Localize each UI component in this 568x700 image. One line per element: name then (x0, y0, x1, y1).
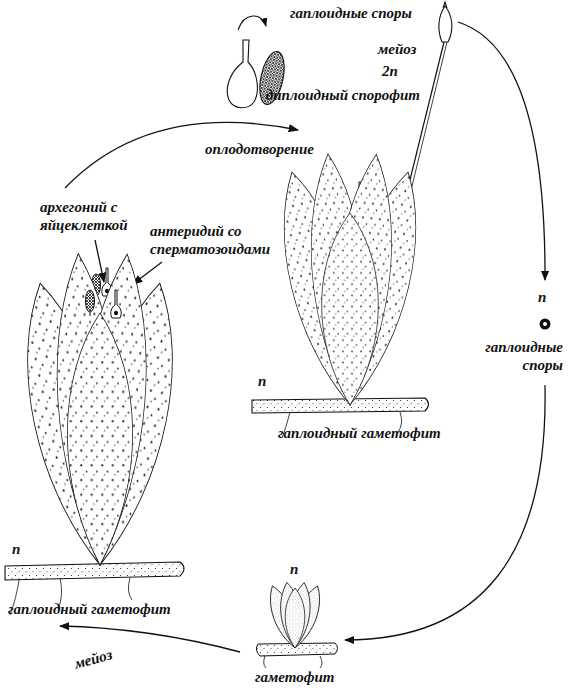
cycle-arrows (60, 22, 545, 652)
spore (540, 319, 551, 330)
gametophyte-label: гаплоидный гаметофит (8, 600, 171, 618)
young-gametophyte (256, 581, 337, 668)
ploidy-label: n (258, 372, 266, 390)
gametophyte-label: гаплоидный гаметофит (278, 424, 441, 442)
middle-gametophyte (252, 152, 436, 438)
gametophyte-label: гаметофит (255, 668, 335, 686)
meiosis-label: мейоз (378, 40, 416, 58)
ploidy-label: n (538, 288, 546, 306)
antheridium-label: антеридий со сперматозоидами (150, 222, 275, 258)
sporophyte-label: диплоидный спорофит (266, 86, 420, 104)
archegonium-label: архегоний с яйцеклеткой (40, 198, 152, 234)
ploidy-label: n (12, 540, 20, 558)
spores-label: гаплоидные споры (473, 338, 563, 374)
spores-label: гаплоидные споры (290, 4, 412, 22)
ploidy-label: n (290, 560, 298, 578)
meiosis-label: мейоз (72, 645, 114, 672)
ploidy-label: 2n (382, 62, 398, 80)
left-gametophyte (5, 252, 194, 615)
fertilization-label: оплодотворение (205, 140, 314, 158)
